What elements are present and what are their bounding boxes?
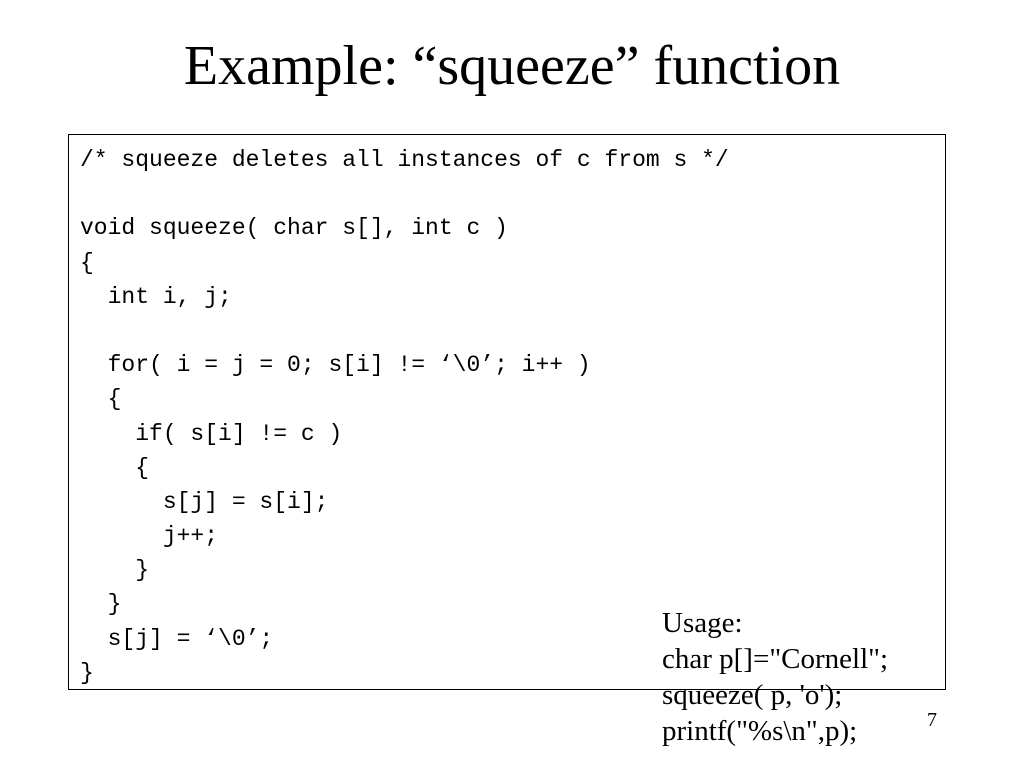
usage-line: char p[]="Cornell"; xyxy=(662,643,889,675)
code-line: } xyxy=(80,659,94,686)
code-line: { xyxy=(80,386,122,413)
code-line: j++; xyxy=(80,523,219,550)
code-line: for( i = j = 0; s[i] != ‘\0’; i++ ) xyxy=(80,352,591,379)
code-line: s[j] = s[i]; xyxy=(80,488,329,515)
usage-line: printf("%s\n",p); xyxy=(662,715,858,747)
usage-heading: Usage: xyxy=(662,607,743,639)
code-line: } xyxy=(80,557,150,584)
code-lines: /* squeeze deletes all instances of c fr… xyxy=(80,143,729,690)
code-line: { xyxy=(80,454,150,481)
code-line xyxy=(80,177,729,211)
code-line: } xyxy=(80,591,122,618)
code-line: { xyxy=(80,249,94,276)
slide-title: Example: “squeeze” function xyxy=(183,35,841,97)
code-line: if( s[i] != c ) xyxy=(80,420,343,447)
code-line: /* squeeze deletes all instances of c fr… xyxy=(80,147,729,173)
page-number: 7 xyxy=(927,709,937,731)
code-line: int i, j; xyxy=(80,283,232,310)
code-line: s[j] = ‘\0’; xyxy=(80,625,274,652)
usage-line: squeeze( p, 'o'); xyxy=(662,679,843,711)
code-line: void squeeze( char s[], int c ) xyxy=(80,215,508,242)
code-block: /* squeeze deletes all instances of c fr… xyxy=(68,134,946,747)
code-line xyxy=(80,314,729,348)
usage-note: Usage: char p[]="Cornell"; squeeze( p, '… xyxy=(662,605,888,749)
